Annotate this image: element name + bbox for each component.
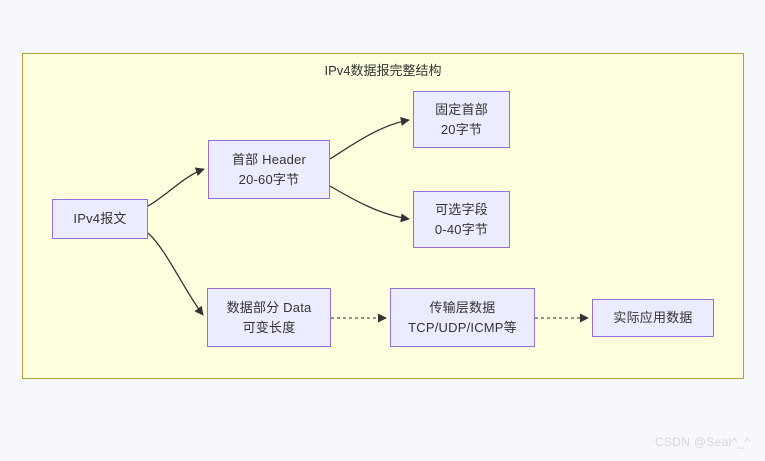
node-ipv4-packet-line-1: IPv4报文 <box>73 211 127 226</box>
node-application-data-line-1: 实际应用数据 <box>613 310 693 325</box>
node-transport-data-line-1: 传输层数据 <box>429 299 496 315</box>
edge-header-to-optional <box>329 185 410 223</box>
node-optional-fields[interactable]: 可选字段 0-40字节 <box>413 191 510 248</box>
edge-ipv4-to-header <box>147 167 205 207</box>
node-optional-fields-line-1: 可选字段 <box>435 201 488 217</box>
node-transport-data-line-2: TCP/UDP/ICMP等 <box>408 319 517 335</box>
node-transport-data[interactable]: 传输层数据 TCP/UDP/ICMP等 <box>390 288 535 347</box>
node-fixed-header-line-1: 固定首部 <box>435 101 488 117</box>
node-header-line-1: 首部 Header <box>231 151 307 167</box>
cluster-title: IPv4数据报完整结构 <box>324 63 442 78</box>
node-application-data[interactable]: 实际应用数据 <box>592 299 714 337</box>
node-fixed-header-line-2: 20字节 <box>440 121 483 137</box>
edge-header-to-fixed <box>329 116 410 160</box>
watermark: CSDN @Seal^_^ <box>655 435 751 449</box>
node-header-line-2: 20-60字节 <box>238 171 300 187</box>
node-data-section[interactable]: 数据部分 Data 可变长度 <box>207 288 331 347</box>
node-optional-fields-line-2: 0-40字节 <box>434 221 489 237</box>
edge-ipv4-to-data <box>147 232 204 316</box>
node-ipv4-packet[interactable]: IPv4报文 <box>52 199 148 239</box>
node-fixed-header[interactable]: 固定首部 20字节 <box>413 91 510 148</box>
node-data-section-line-1: 数据部分 Data <box>226 299 312 315</box>
node-header[interactable]: 首部 Header 20-60字节 <box>208 140 330 199</box>
node-data-section-line-2: 可变长度 <box>242 319 296 335</box>
